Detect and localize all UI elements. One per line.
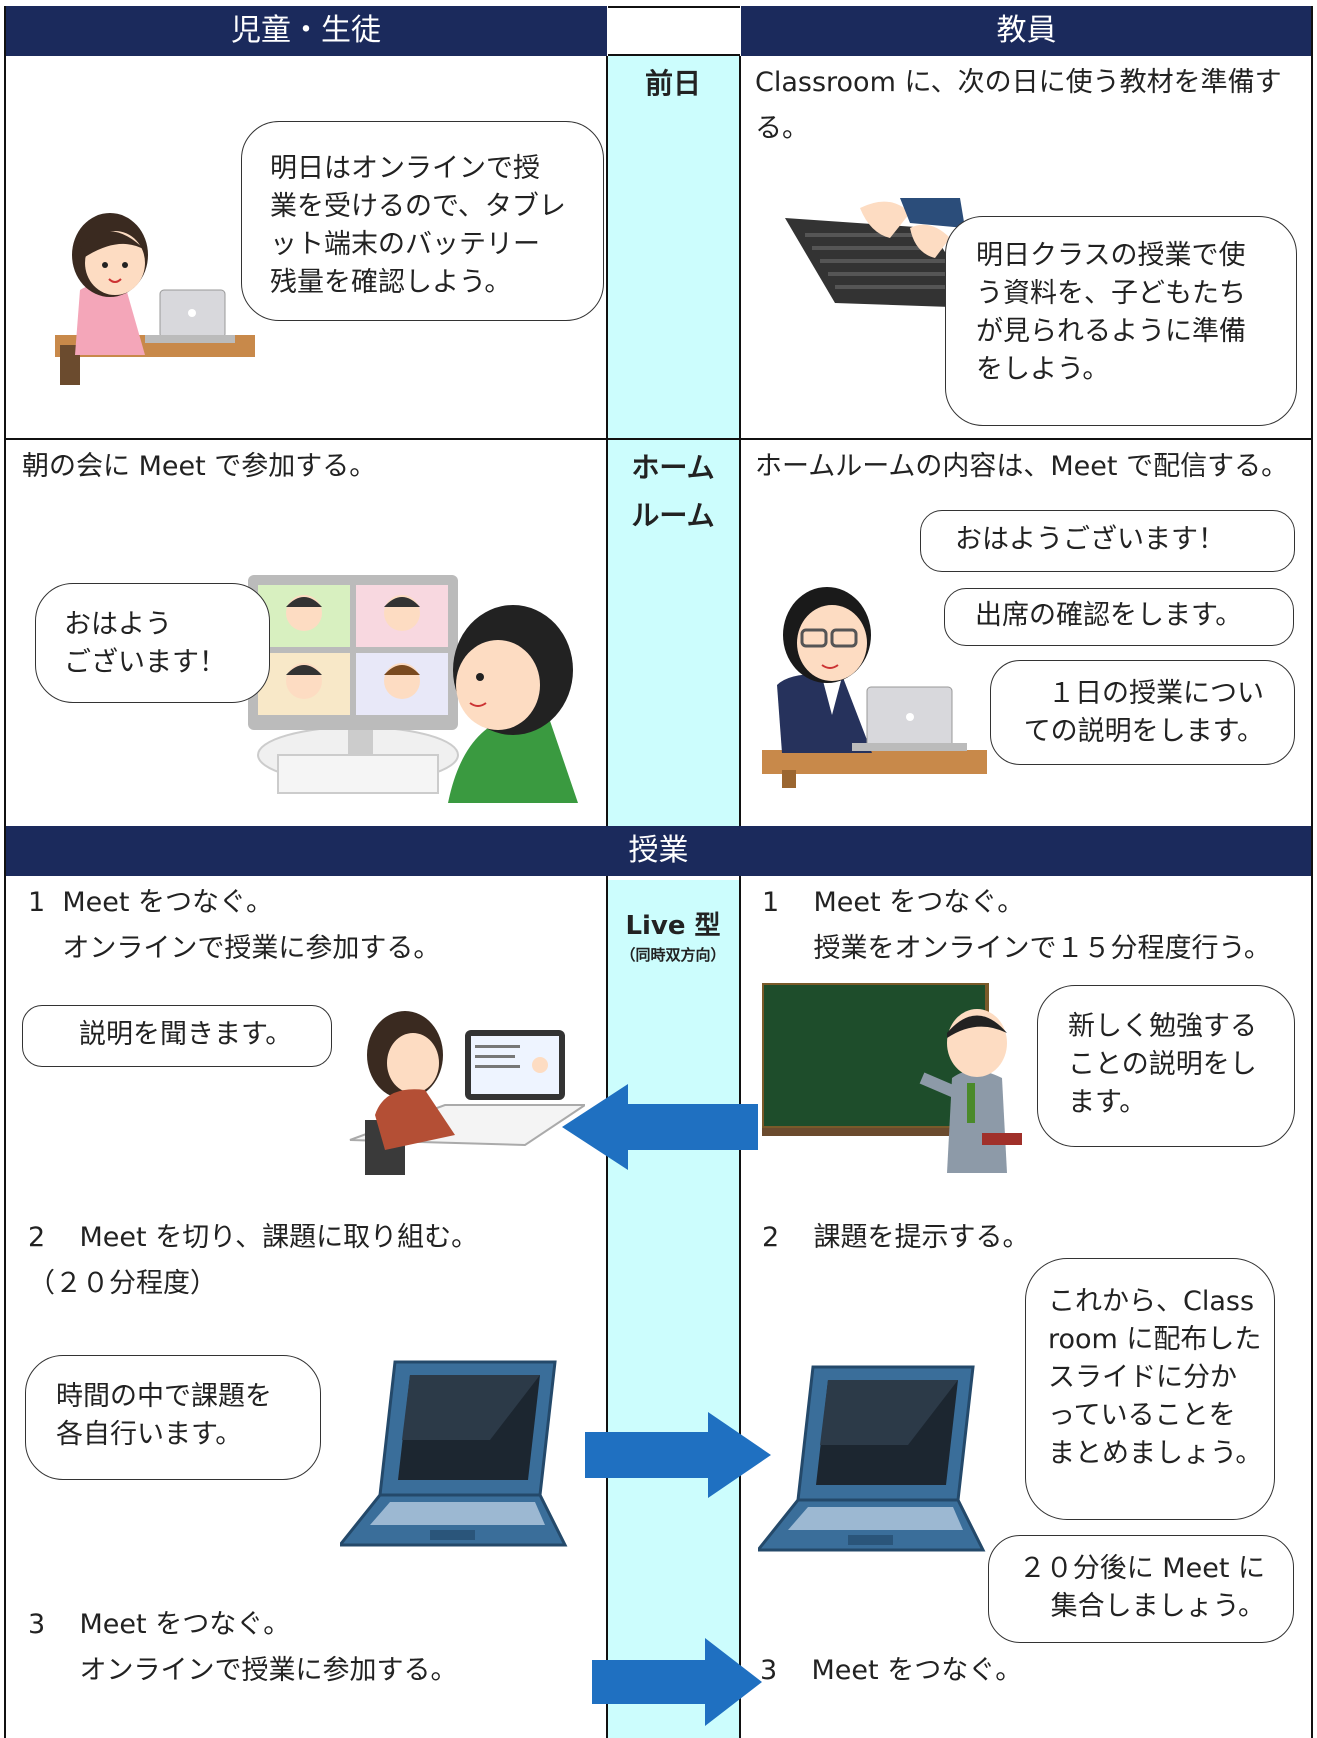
prev-day-student-bubble: 明日はオンラインで授 業を受けるので、タブレ ット端末のバッテリー 残量を確認し…	[241, 121, 604, 321]
grid-line	[1311, 6, 1313, 1738]
girl-laptop-illustration	[55, 213, 255, 385]
grid-line	[4, 6, 6, 1738]
header-students: 児童・生徒	[5, 6, 607, 56]
lesson-teacher-bubble1: 新しく勉強する ことの説明をし ます。	[1037, 985, 1295, 1147]
homeroom-teacher-bubble-1: おはようございます！	[920, 510, 1295, 572]
grid-line	[739, 56, 741, 826]
lesson-student-step3: 3 Meet をつなぐ。 オンラインで授業に参加する。	[28, 1609, 458, 1686]
header-teachers: 教員	[741, 6, 1312, 56]
blackboard-teacher-illustration	[762, 983, 1022, 1173]
homeroom-student-text: 朝の会に Meet で参加する。	[22, 451, 377, 482]
homeroom-teacher-text: ホームルームの内容は、Meet で配信する。	[755, 451, 1289, 482]
middle-column-lesson	[607, 880, 740, 1738]
middle-column	[607, 56, 740, 826]
grid-line	[606, 56, 608, 826]
lesson-teacher-step1: 1 Meet をつなぐ。 授業をオンラインで１５分程度行う。	[762, 887, 1271, 964]
lesson-teacher-bubble3: ２０分後に Meet に 集合しましょう。	[988, 1535, 1294, 1643]
lesson-student-step1: 1 Meet をつなぐ。 オンラインで授業に参加する。	[28, 887, 441, 964]
lesson-type-sub: （同時双方向）	[620, 946, 726, 964]
homeroom-teacher-bubble-3: １日の授業につい ての説明をします。	[990, 660, 1295, 765]
teacher-laptop-illustration	[762, 587, 987, 788]
arrow-to-teacher-2	[592, 1638, 762, 1726]
prev-day-teacher-bubble: 明日クラスの授業で使 う資料を、子どもたち が見られるように準備 をしよう。	[945, 216, 1297, 426]
grid-line	[606, 876, 608, 1738]
lesson-teacher-bubble2: これから、Class room に配布した スライドに分か っていることを まと…	[1025, 1258, 1275, 1520]
video-call-illustration	[248, 575, 578, 803]
homeroom-teacher-bubble-2: 出席の確認をします。	[944, 588, 1294, 646]
prev-day-teacher-text: Classroom に、次の日に使う教材を準備す る。	[755, 67, 1282, 144]
header-gap	[608, 6, 740, 56]
lesson-student-step2: 2 Meet を切り、課題に取り組む。 （２０分程度）	[28, 1222, 479, 1299]
lesson-teacher-step2: 2 課題を提示する。	[762, 1222, 1030, 1253]
teacher-laptop-illustration-2	[758, 1365, 986, 1552]
lesson-teacher-step3: 3 Meet をつなぐ。	[760, 1655, 1023, 1686]
lesson-type-label: Live 型	[625, 911, 721, 941]
student-laptop-illustration	[340, 1360, 568, 1547]
grid-line	[4, 438, 1313, 440]
prev-day-label: 前日	[644, 67, 701, 100]
homeroom-label: ホーム ルーム	[631, 451, 715, 532]
grid-line	[739, 876, 741, 1738]
header-lesson: 授業	[5, 826, 1312, 876]
homeroom-student-bubble: おはよう ございます！	[35, 583, 270, 703]
arrow-to-teacher	[585, 1412, 771, 1498]
girl-tablet-illustration	[349, 1011, 585, 1175]
lesson-student-bubble2: 時間の中で課題を 各自行います。	[25, 1355, 321, 1480]
arrow-to-student	[562, 1084, 758, 1170]
lesson-student-bubble1: 説明を聞きます。	[22, 1005, 332, 1067]
keyboard-typing-illustration	[785, 198, 980, 308]
